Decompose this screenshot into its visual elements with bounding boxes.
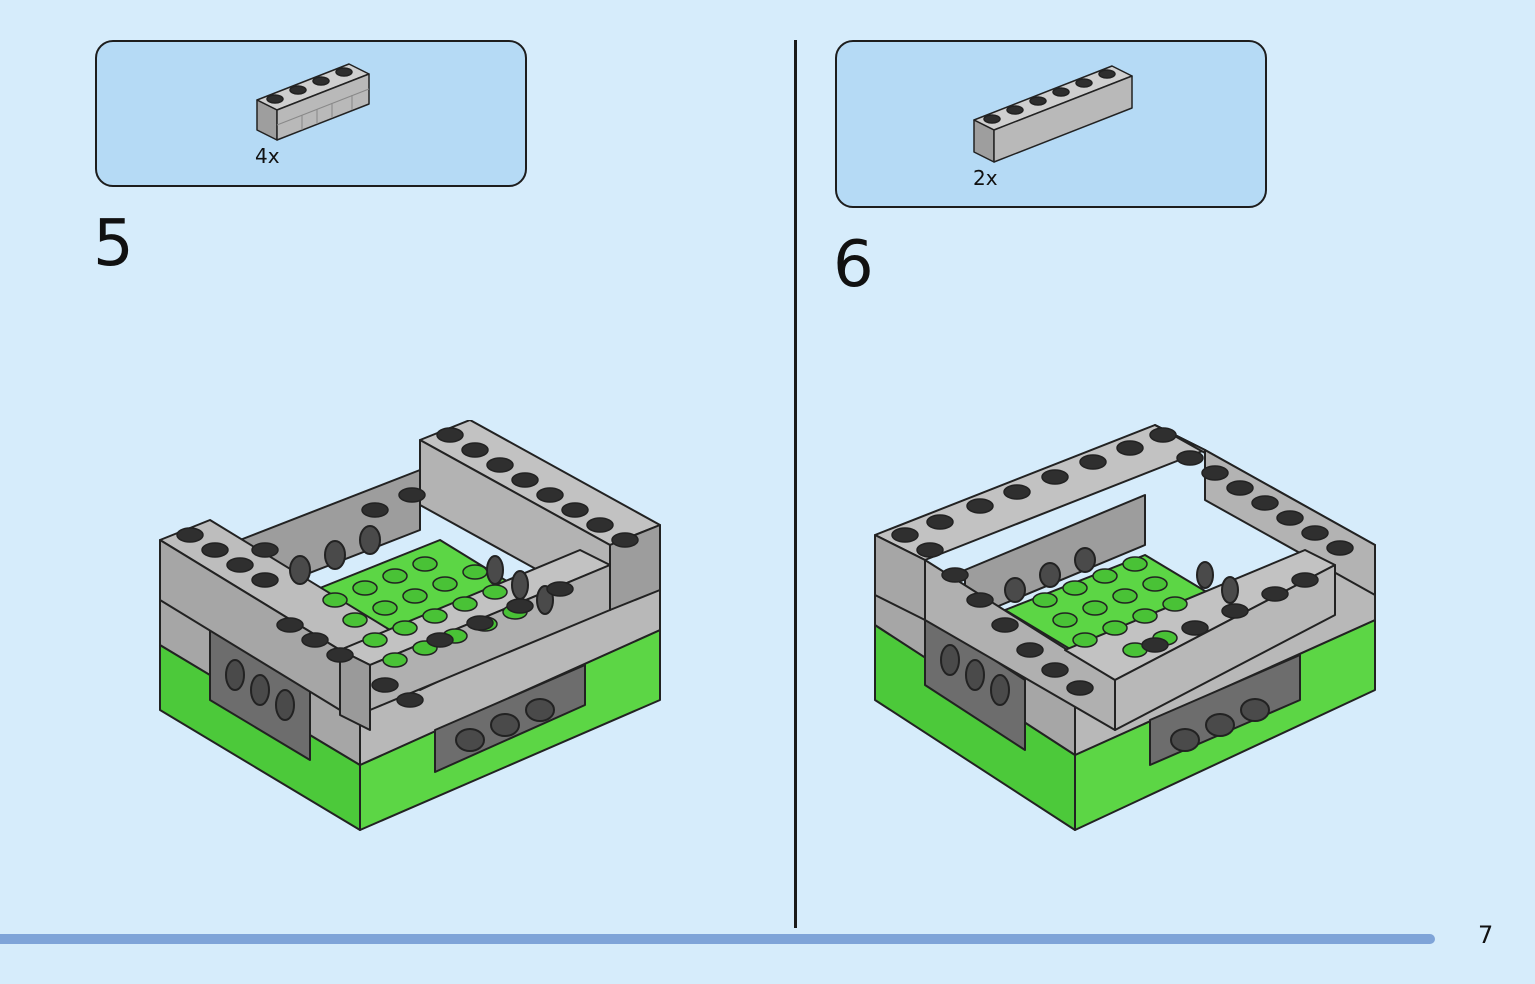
step-6-number: 6 [833, 228, 874, 302]
step-5-part-quantity: 4x [255, 144, 280, 168]
page-footer-bar [0, 934, 1435, 944]
step-5-model-illustration [159, 420, 661, 831]
brick-1x6-icon [973, 65, 1133, 163]
step-5-parts-callout: 4x [95, 40, 527, 187]
step-6-model-illustration [874, 424, 1376, 831]
step-6-parts-callout: 2x [835, 40, 1267, 208]
step-6-part-quantity: 2x [973, 166, 998, 190]
step-divider [794, 40, 797, 928]
page-number: 7 [1478, 921, 1494, 949]
brick-1x4-masonry-profile-icon [256, 63, 370, 141]
step-5-number: 5 [93, 207, 134, 281]
